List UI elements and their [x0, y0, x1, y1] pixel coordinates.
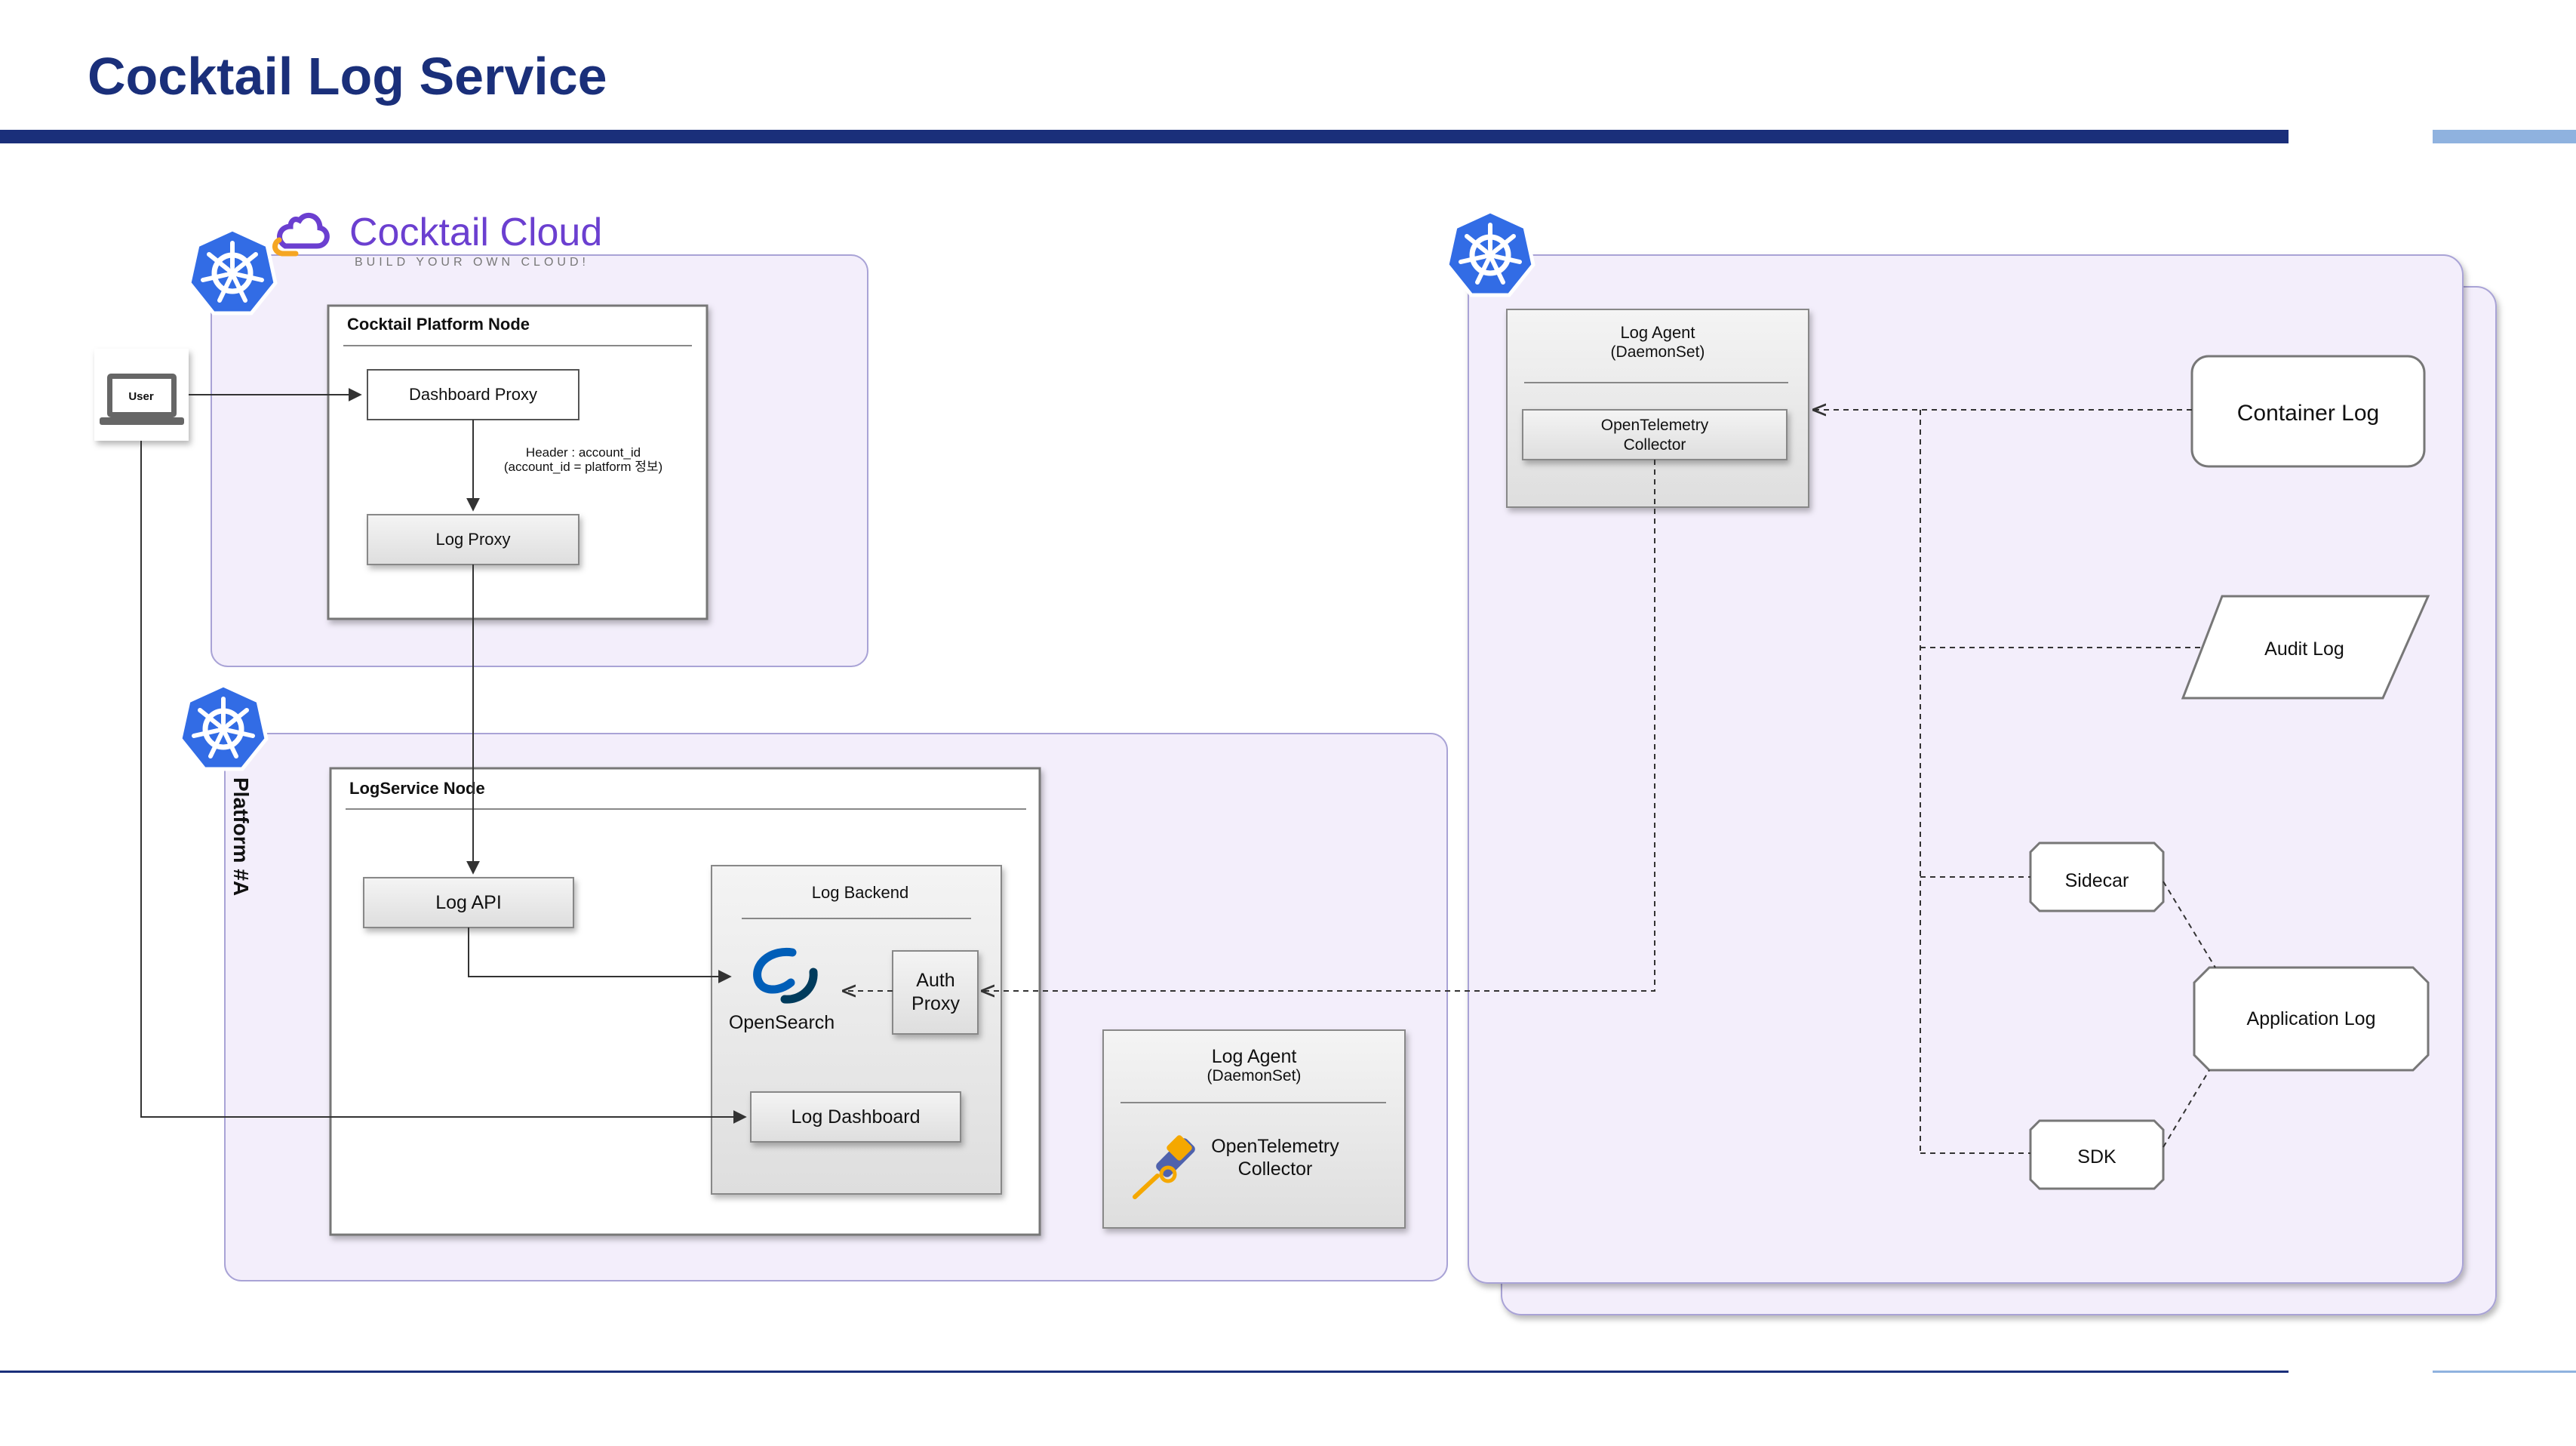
platform-node-box — [327, 304, 709, 620]
footer-rule-accent — [2433, 1371, 2576, 1373]
dashboard-proxy-label: Dashboard Proxy — [409, 385, 537, 404]
application-log-box — [2193, 966, 2430, 1072]
sdk-label: SDK — [2077, 1146, 2116, 1168]
header-rule — [0, 130, 2289, 143]
sidecar-box — [2029, 841, 2165, 912]
logservice-node-title: LogService Node — [349, 779, 485, 798]
brand-name: Cocktail Cloud — [349, 211, 602, 254]
platform-node-title: Cocktail Platform Node — [347, 315, 530, 334]
kubernetes-icon — [189, 229, 275, 313]
platform-a-otel-2: Collector — [1238, 1158, 1313, 1180]
header-note-line2: (account_id = platform 정보) — [504, 460, 662, 474]
laptop-icon — [100, 374, 184, 425]
log-proxy-box — [367, 514, 579, 565]
audit-log-label: Audit Log — [2264, 638, 2344, 660]
kubernetes-icon — [180, 685, 266, 769]
sidecar-label: Sidecar — [2065, 870, 2129, 891]
opensearch-icon — [753, 947, 818, 1004]
sdk-box — [2029, 1119, 2165, 1190]
auth-proxy-label-2: Proxy — [911, 993, 960, 1014]
log-proxy-label: Log Proxy — [435, 530, 510, 549]
opentelemetry-icon — [1133, 1135, 1195, 1199]
brand-tagline: BUILD YOUR OWN CLOUD! — [355, 256, 589, 269]
user-label: User — [128, 390, 154, 403]
right-log-agent-box — [1506, 309, 1809, 508]
platform-a-log-agent-box — [1102, 1029, 1406, 1229]
platform-a-agent-sub: (DaemonSet) — [1207, 1067, 1302, 1084]
log-api-label: Log API — [435, 892, 502, 913]
right-agent-sub: (DaemonSet) — [1611, 343, 1705, 361]
cocktail-cloud-logo — [272, 212, 330, 257]
header-note-line1: Header : account_id — [526, 445, 641, 460]
log-backend-label: Log Backend — [812, 883, 908, 902]
platform-a-label: Platform #A — [229, 777, 253, 896]
container-log-label: Container Log — [2237, 401, 2379, 426]
right-otel-2: Collector — [1624, 436, 1686, 454]
log-dashboard-label: Log Dashboard — [792, 1106, 921, 1128]
header-rule-accent — [2433, 130, 2576, 143]
kubernetes-icon — [1447, 211, 1533, 295]
auth-proxy-box — [892, 950, 979, 1035]
right-otel-box — [1522, 409, 1788, 460]
page-title: Cocktail Log Service — [88, 47, 607, 106]
application-log-label: Application Log — [2247, 1008, 2376, 1029]
auth-proxy-label-1: Auth — [916, 970, 954, 991]
right-agent-title: Log Agent — [1620, 323, 1695, 342]
platform-a-otel-1: OpenTelemetry — [1211, 1136, 1339, 1157]
platform-a-agent-title: Log Agent — [1212, 1046, 1297, 1067]
audit-log-box — [2181, 595, 2430, 700]
opensearch-label: OpenSearch — [729, 1012, 835, 1033]
right-otel-1: OpenTelemetry — [1601, 417, 1709, 434]
container-log-box — [2190, 355, 2426, 468]
log-dashboard-box[interactable] — [750, 1091, 961, 1143]
dashed-connectors — [844, 410, 2216, 1154]
connectors — [140, 388, 747, 1124]
footer-rule — [0, 1371, 2289, 1373]
